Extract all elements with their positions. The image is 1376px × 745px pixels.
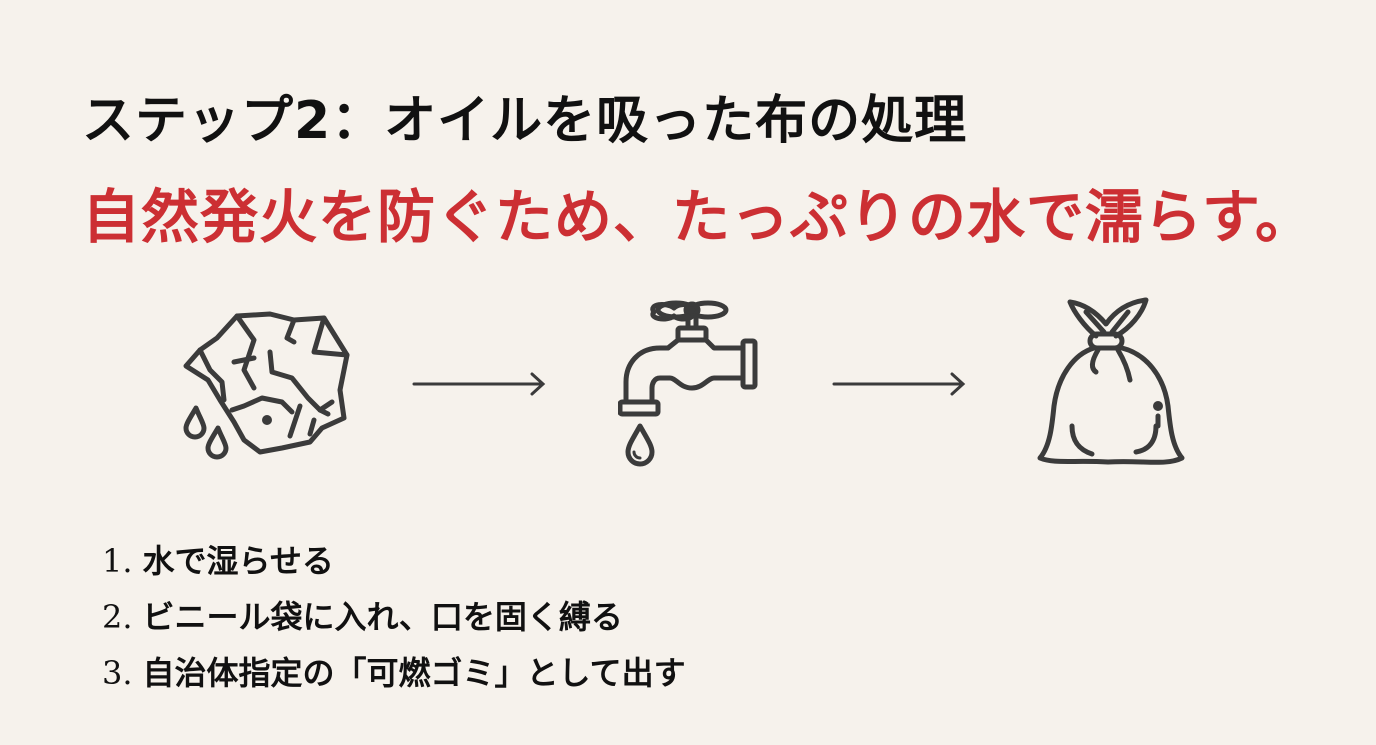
crumpled-cloth-with-drops-icon [183, 311, 350, 460]
tied-garbage-bag-icon [1037, 297, 1185, 465]
list-item: 2.ビニール袋に入れ、口を固く縛る [102, 589, 686, 645]
step-number: 3. [102, 654, 133, 692]
step-text: 自治体指定の「可燃ゴミ」として出す [142, 654, 686, 692]
water-faucet-icon [618, 300, 758, 467]
page-title: ステップ2：オイルを吸った布の処理 [82, 91, 968, 151]
step-text: 水で湿らせる [142, 542, 334, 580]
arrow-right-icon [832, 372, 966, 396]
arrow-right-icon [412, 372, 546, 396]
instruction-list: 1.水で湿らせる 2.ビニール袋に入れ、口を固く縛る 3.自治体指定の「可燃ゴミ… [102, 533, 686, 701]
step-number: 2. [102, 598, 133, 636]
step-text: ビニール袋に入れ、口を固く縛る [142, 598, 623, 636]
list-item: 1.水で湿らせる [102, 533, 686, 589]
step-number: 1. [102, 542, 133, 580]
page-subtitle: 自然発火を防ぐため、たっぷりの水で濡らす。 [82, 183, 1315, 251]
list-item: 3.自治体指定の「可燃ゴミ」として出す [102, 645, 686, 701]
